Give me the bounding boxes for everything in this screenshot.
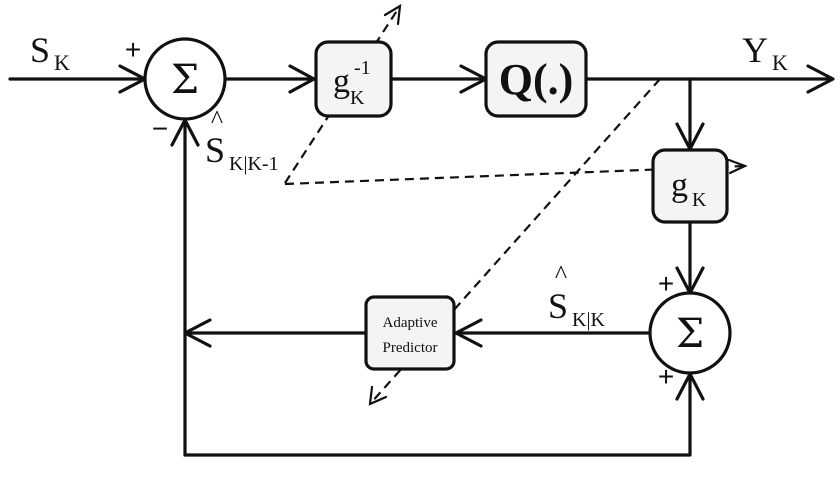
output-signal-sub: K [772, 50, 788, 75]
output-signal-label: Y K [742, 30, 788, 75]
output-signal-main: Y [742, 30, 768, 70]
prediction-signal-hat: ^ [211, 105, 223, 134]
summer-bottom-plus-bottom: + [658, 361, 674, 392]
prediction-signal-sub: K|K-1 [229, 153, 279, 175]
wire-bottom-loop [183, 373, 692, 457]
predictor-line1: Adaptive [383, 315, 438, 331]
dashed-arrowhead-predictor [368, 385, 388, 406]
svg-text:S K|K-1: S K|K-1 [205, 130, 279, 175]
inverse-gain-label: g -1 K [333, 57, 375, 109]
inverse-gain-sup: -1 [354, 57, 371, 79]
quantizer-label: Q(.) [499, 55, 574, 104]
reconstruction-signal-sub: K|K [572, 309, 605, 331]
summer-top: Σ [143, 37, 227, 121]
inverse-gain-main: g [333, 63, 350, 100]
quantizer-block: Q(.) [484, 40, 588, 118]
summer-bottom-plus-top: + [658, 268, 674, 299]
reconstruction-signal-main: S [548, 286, 568, 326]
summer-top-plus-sign: + [125, 34, 141, 65]
prediction-signal-label: ^ S K|K-1 [205, 105, 279, 175]
predictor-line2: Predictor [383, 340, 438, 356]
input-signal-sub: K [54, 50, 70, 75]
summer-top-minus-sign: − [152, 113, 168, 144]
inverse-gain-block: g -1 K [314, 40, 393, 118]
arrowhead-inverse-gain [288, 64, 316, 94]
summer-bottom: Σ [648, 291, 732, 375]
dashed-arrowhead-inverse-gain [383, 3, 402, 26]
gain-main: g [671, 167, 688, 204]
reconstruction-signal-label: ^ S K|K [548, 260, 605, 331]
arrowhead-output [806, 64, 835, 94]
gain-block: g K [651, 148, 729, 224]
inverse-gain-sub: K [350, 87, 365, 109]
summer-top-symbol: Σ [171, 57, 199, 103]
gain-sub: K [692, 189, 707, 211]
prediction-signal-main: S [205, 130, 225, 170]
svg-text:S K|K: S K|K [548, 286, 605, 331]
input-signal-main: S [30, 30, 50, 70]
gain-label: g K [671, 167, 707, 211]
adaptive-predictor-block: Adaptive Predictor [364, 295, 456, 371]
dashed-arrowhead-gain [727, 158, 748, 175]
reconstruction-signal-hat: ^ [555, 260, 567, 289]
input-signal-label: S K [30, 30, 70, 75]
summer-bottom-symbol: Σ [676, 311, 704, 357]
arrowhead-predictor [454, 318, 483, 348]
